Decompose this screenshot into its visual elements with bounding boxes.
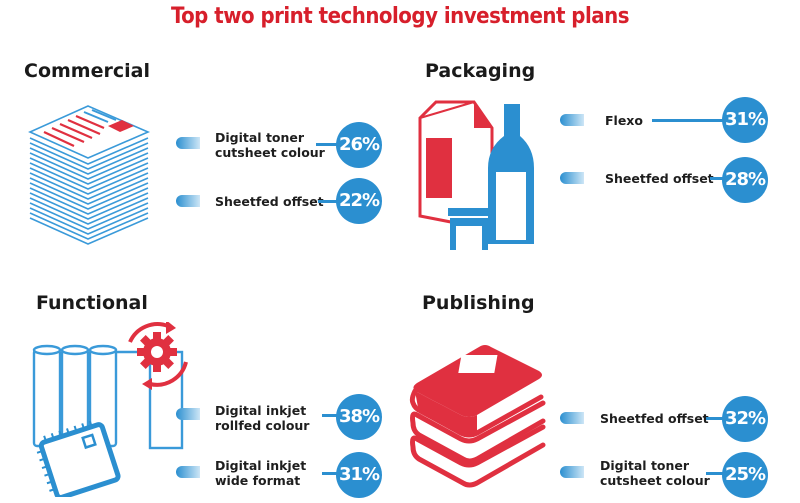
tab-marker — [560, 412, 584, 424]
connector-line — [316, 143, 340, 146]
value-circle: 25% — [722, 452, 768, 498]
item-label: Sheetfed offset — [215, 194, 324, 209]
connector-line — [322, 472, 342, 475]
item-label: Flexo — [605, 113, 643, 128]
item-label: Digital inkjet wide format — [215, 458, 307, 488]
page-title: Top two print technology investment plan… — [171, 4, 630, 29]
value-circle: 26% — [336, 122, 382, 168]
value-circle: 22% — [336, 178, 382, 224]
item-label: Digital toner cutsheet colour — [600, 458, 710, 488]
tab-marker — [176, 408, 200, 420]
tab-marker — [176, 137, 200, 149]
value-circle: 38% — [336, 394, 382, 440]
paper-stack-icon — [28, 105, 151, 245]
item-label: Sheetfed offset — [605, 171, 714, 186]
item-label: Digital inkjet rollfed colour — [215, 403, 310, 433]
connector-line — [322, 414, 342, 417]
value-circle: 28% — [722, 157, 768, 203]
section-title-functional: Functional — [36, 292, 148, 314]
tab-marker — [560, 172, 584, 184]
connector-line — [652, 119, 726, 122]
value-circle: 31% — [336, 452, 382, 498]
connector-line — [710, 177, 726, 180]
packaging-containers-icon — [418, 100, 534, 250]
connector-line — [318, 200, 340, 203]
tab-marker — [560, 114, 584, 126]
value-circle: 31% — [722, 97, 768, 143]
connector-line — [706, 417, 726, 420]
section-title-publishing: Publishing — [422, 292, 535, 314]
rolls-gear-chip-icon — [32, 322, 188, 497]
tab-marker — [176, 466, 200, 478]
section-title-commercial: Commercial — [24, 60, 150, 82]
item-label: Digital toner cutsheet colour — [215, 130, 325, 160]
tab-marker — [560, 466, 584, 478]
section-title-packaging: Packaging — [425, 60, 536, 82]
value-circle: 32% — [722, 396, 768, 442]
book-stack-icon — [409, 345, 546, 488]
item-label: Sheetfed offset — [600, 411, 709, 426]
connector-line — [706, 472, 726, 475]
tab-marker — [176, 195, 200, 207]
